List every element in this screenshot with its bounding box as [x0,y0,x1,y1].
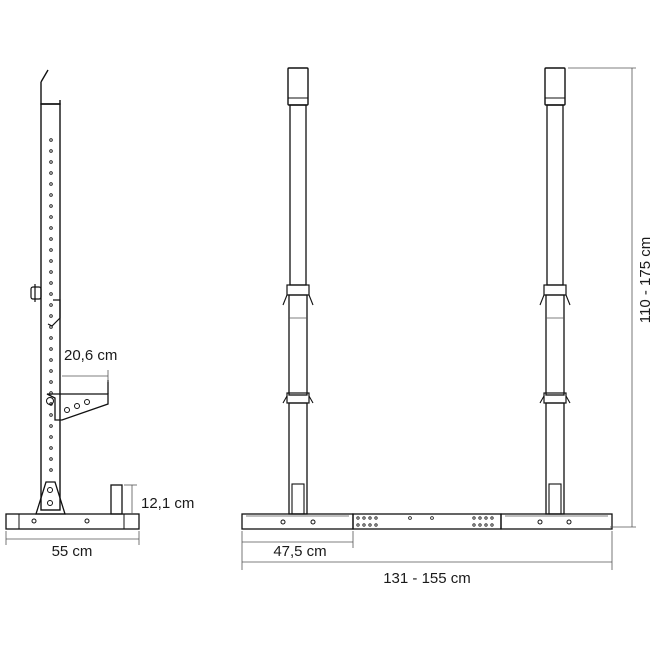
bar-hole [484,516,488,520]
weight-peg [110,484,123,515]
arm-pin-hole [46,397,54,405]
collar-lower-lugs [282,395,314,404]
upright-hole [49,259,53,263]
upright-hole [49,468,53,472]
arm-hole-1 [64,407,70,413]
collar-upper [543,284,567,296]
side-view [5,69,140,530]
bar-hole [362,516,366,520]
upright-hole [49,215,53,219]
bar-hole [408,516,412,520]
upright-hole [49,380,53,384]
adjust-knob [30,286,42,300]
upright-hole [49,149,53,153]
bar-hole [368,523,372,527]
bar-hole [472,516,476,520]
upright-hole [49,413,53,417]
upright-hole [49,369,53,373]
upright-hole [49,171,53,175]
left-foot-hole-2 [310,519,316,525]
connecting-bar-holes [356,516,494,527]
peg-socket [548,483,562,515]
upright-holes [49,138,53,472]
bar-hole [368,516,372,520]
right-foot-hole-2 [566,519,572,525]
front-base [241,513,613,530]
side-base-bar [5,513,140,530]
bar-hole [472,523,476,527]
middle-tube [288,294,308,396]
gusset-hole-1 [47,487,53,493]
bar-hole [478,516,482,520]
upright-hole [49,336,53,340]
left-foot-hole-1 [280,519,286,525]
arm-hole-2 [74,403,80,409]
safety-arm [46,393,109,421]
upright-hole [49,303,53,307]
upright-hole [49,204,53,208]
upright-hole [49,237,53,241]
peg-height-label: 12,1 cm [141,495,194,512]
inner-tube [546,104,564,286]
upright-hole [49,182,53,186]
middle-tube [545,294,565,396]
bar-hole [430,516,434,520]
bar-hole [362,523,366,527]
upright-hole [49,193,53,197]
top-cap [287,67,309,106]
total-width-label: 131 - 155 cm [383,570,471,587]
bar-hole [478,523,482,527]
connecting-bar [352,513,502,530]
upright-hole [49,248,53,252]
bar-hole [374,523,378,527]
bar-hole [356,523,360,527]
front-left-upright [282,67,314,515]
base-hole-2 [84,518,90,524]
base-hole-1 [31,518,37,524]
bar-hole [484,523,488,527]
collar-upper [286,284,310,296]
upright-hole [49,347,53,351]
front-right-upright [539,67,571,515]
hook-depth-label: 20,6 cm [64,347,117,364]
upright-hole [49,160,53,164]
upright-hole [49,138,53,142]
bar-hole [374,516,378,520]
gusset-hole-2 [47,500,53,506]
upright-hole [49,281,53,285]
upright-hole [49,424,53,428]
peg-socket [291,483,305,515]
top-hook [40,69,61,105]
upright-hole [49,358,53,362]
side-dimensions: 20,6 cm 12,1 cm 55 cm [5,347,194,560]
upright-hole [49,270,53,274]
arm-hole-3 [84,399,90,405]
bar-hole [356,516,360,520]
upright-hole [49,435,53,439]
bar-hole [490,516,494,520]
foot-length-label: 47,5 cm [273,543,326,560]
collar-lugs [539,294,571,306]
upright-hole [49,446,53,450]
right-foot-hole-1 [537,519,543,525]
upright-hole [49,226,53,230]
spotter-hook [47,299,61,327]
top-cap [544,67,566,106]
front-dimensions: 47,5 cm 131 - 155 cm 110 - 175 cm [241,67,650,587]
height-label: 110 - 175 cm [637,237,650,323]
bar-hole [490,523,494,527]
collar-lugs [282,294,314,306]
side-depth-label: 55 cm [52,543,93,560]
upright-hole [49,292,53,296]
collar-lower-lugs [539,395,571,404]
inner-tube [289,104,307,286]
upright-hole [49,457,53,461]
upright-hole [49,314,53,318]
